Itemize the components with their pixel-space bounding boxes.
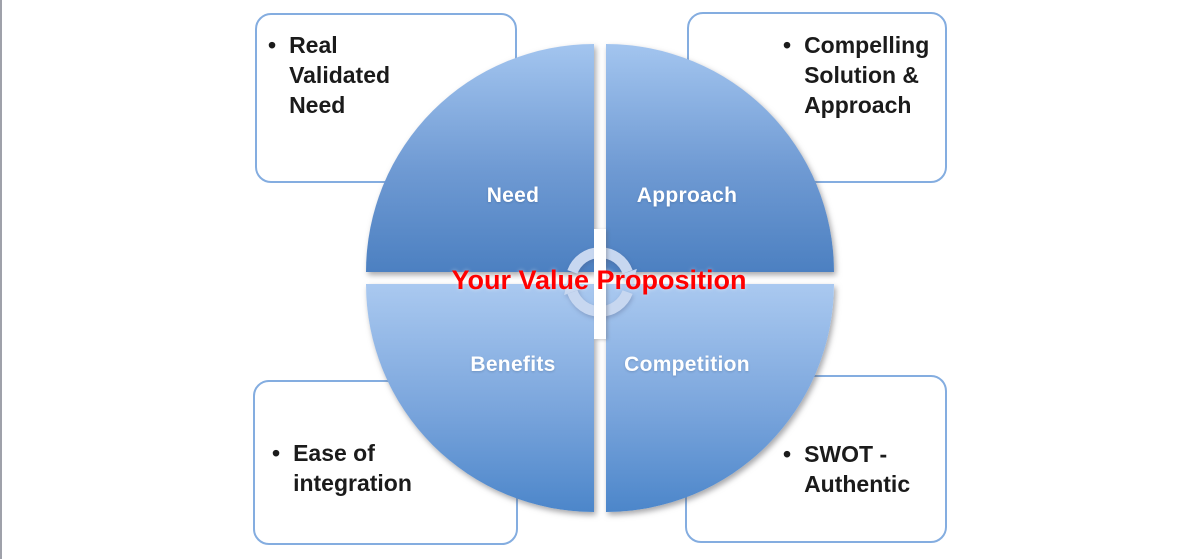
callout-item: • Compelling Solution & Approach — [783, 30, 945, 120]
vertical-divider — [594, 229, 606, 339]
quadrant-label-benefits: Benefits — [470, 353, 556, 376]
callout-item: • Ease of integration — [272, 438, 516, 498]
callout-item: • SWOT - Authentic — [783, 439, 945, 499]
quadrant-label-approach: Approach — [636, 184, 738, 207]
value-prop-circle: Need Approach Benefits Competition — [366, 44, 834, 512]
window-edge-line — [0, 0, 2, 559]
bullet-icon: • — [783, 441, 792, 467]
diagram-title: Your Value Proposition — [451, 265, 747, 295]
bullet-icon: • — [783, 32, 792, 58]
quadrant-label-competition: Competition — [624, 353, 750, 376]
callout-item: • Real Validated Need — [268, 30, 515, 120]
bullet-icon: • — [268, 32, 277, 58]
callout-text: SWOT - Authentic — [804, 441, 911, 497]
callout-text: Ease of integration — [293, 440, 412, 496]
callout-text: Real Validated Need — [289, 32, 391, 118]
bullet-icon: • — [272, 440, 281, 466]
callout-text: Compelling Solution & Approach — [804, 32, 930, 118]
quadrant-label-need: Need — [486, 184, 540, 207]
